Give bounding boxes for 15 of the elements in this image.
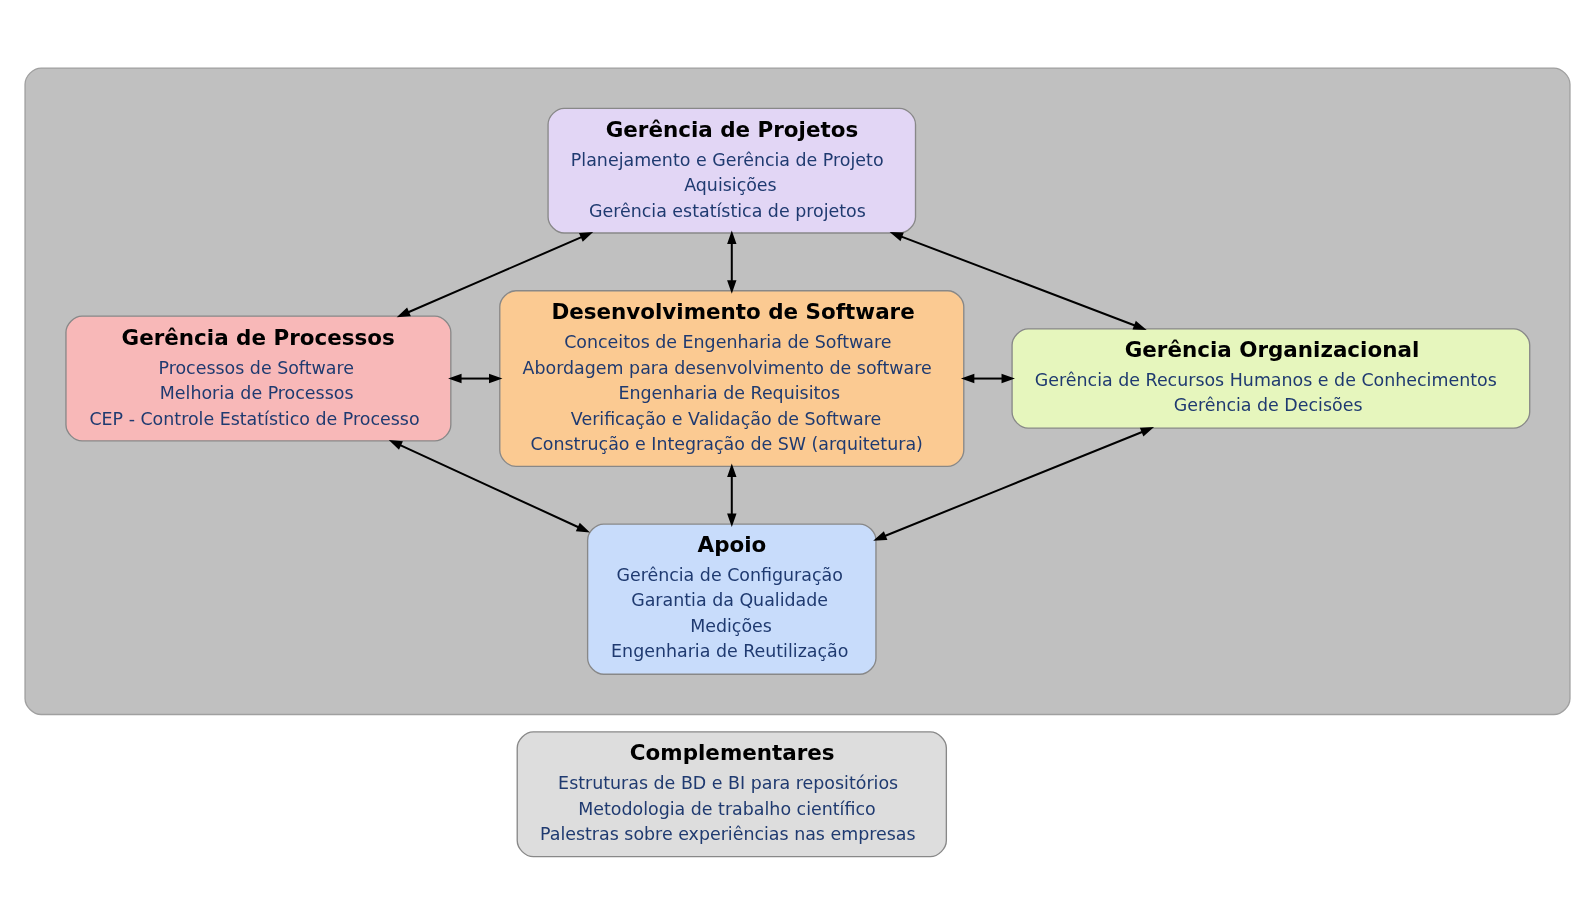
arrow [448,373,503,384]
node-box: Gerência de Processos Processos de Software Melhoria de Processos CEP - Controle Estatístico de Processo [65,315,452,442]
arrow [388,439,590,533]
arrow [396,232,594,318]
cluster [24,67,1571,716]
node-box: Gerência de Projetos Planejamento e Gerência de Projeto Aquisições Gerência estatística de projetos [547,107,917,234]
node-box: Desenvolvimento de Software Conceitos de Engenharia de Software Abordagem para desenvolvimento de software Engenharia de Requisitos Verificação e Validação de Software Construção e Integração de SW (arquitetura) [499,290,965,468]
arrow [873,427,1155,541]
node-box: Complementares Estruturas de BD e BI para repositórios Metodologia de trabalho científico Palestras sobre experiências nas empresas [516,731,948,858]
arrow [727,463,737,528]
arrow [727,230,737,294]
node-box: Gerência Organizacional Gerência de Recursos Humanos e de Conhecimentos Gerência de Decisões [1011,328,1531,429]
arrow [889,232,1147,330]
node-box: Apoio Gerência de Configuração Garantia da Qualidade Medições Engenharia de Reutilização [586,523,877,675]
arrow [960,373,1015,384]
